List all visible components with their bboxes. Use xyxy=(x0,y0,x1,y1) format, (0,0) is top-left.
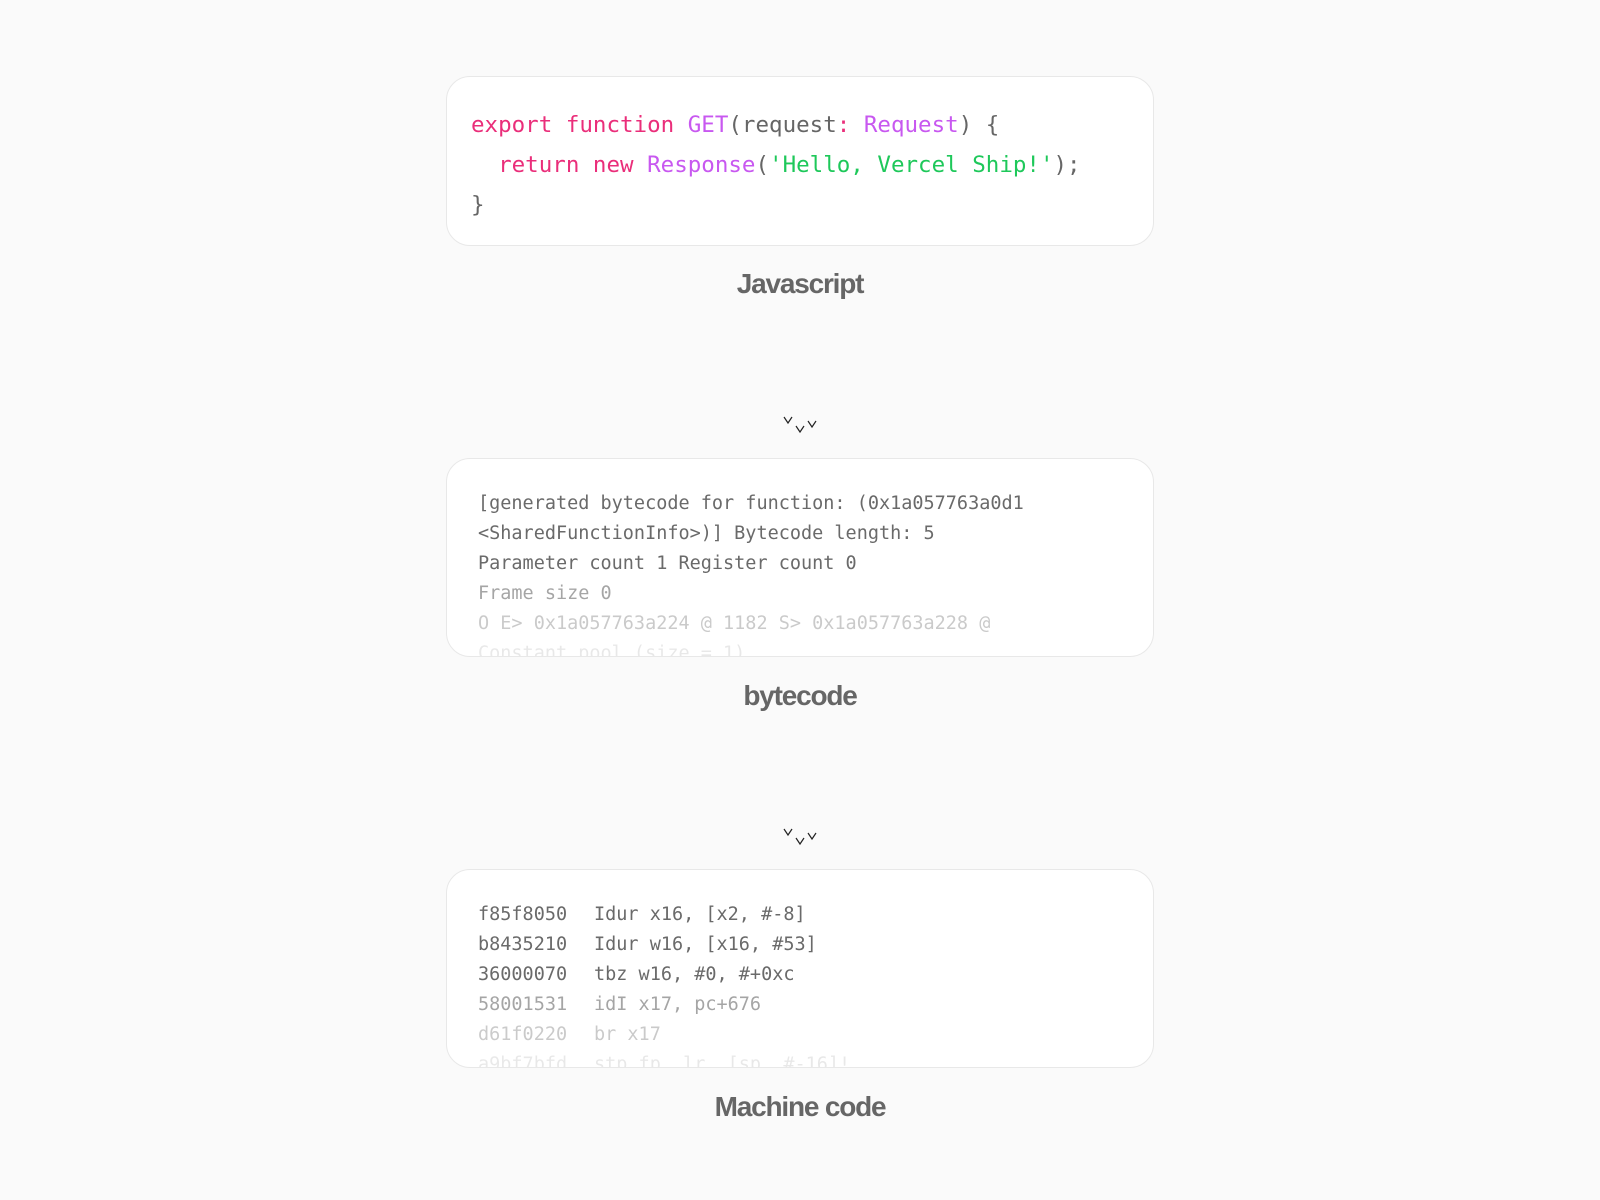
code-token: } xyxy=(471,192,485,218)
code-token: : xyxy=(836,112,864,138)
bytecode-line: <SharedFunctionInfo>)] Bytecode length: … xyxy=(478,523,935,544)
machine-code-row: b8435210 Idur w16, [x16, #53] xyxy=(478,930,1153,960)
code-token: ); xyxy=(1053,152,1081,178)
bytecode-line: Constant pool (size = 1) xyxy=(478,643,746,657)
bytecode-card: [generated bytecode for function: (0x1a0… xyxy=(446,458,1154,657)
bytecode-line: Parameter count 1 Register count 0 xyxy=(478,553,857,574)
machine-code-instruction: Idur x16, [x2, #-8] xyxy=(594,904,806,925)
code-token: (request xyxy=(728,112,837,138)
machine-code-row: 58001531 idI x17, pc+676 xyxy=(478,990,1153,1020)
machine-code-instruction: idI x17, pc+676 xyxy=(594,994,762,1015)
code-token xyxy=(471,152,498,178)
machine-code-row: f85f8050 Idur x16, [x2, #-8] xyxy=(478,900,1153,930)
machine-code-address: f85f8050 xyxy=(478,904,568,925)
arrows-down-icon xyxy=(783,330,817,434)
code-token: Response xyxy=(647,152,756,178)
bytecode-label: bytecode xyxy=(743,680,858,711)
code-token: ( xyxy=(755,152,770,178)
bytecode-line: [generated bytecode for function: (0x1a0… xyxy=(478,493,1024,514)
machine-code-instruction: Idur w16, [x16, #53] xyxy=(594,934,817,955)
bytecode-line: O E> 0x1a057763a224 @ 1182 S> 0x1a057763… xyxy=(478,613,991,634)
machine-code-card: f85f8050 Idur x16, [x2, #-8] b8435210 Idur … xyxy=(446,869,1154,1068)
machine-code-instruction: stp fp, lr, [sp, #-16]! xyxy=(594,1054,851,1068)
code-token: new xyxy=(592,152,648,178)
code-token: function xyxy=(565,112,688,138)
arrows-down-icon xyxy=(783,742,817,846)
machine-code-row: d61f0220 br x17 xyxy=(478,1020,1153,1050)
machine-code-row: 36000070 tbz w16, #0, #+0xc xyxy=(478,960,1153,990)
javascript-label: Javascript xyxy=(736,268,865,299)
code-line: } xyxy=(471,185,1153,225)
code-line: return new Response('Hello, Vercel Ship!… xyxy=(471,145,1153,185)
code-token: ) { xyxy=(958,112,1000,138)
code-line: export function GET(request: Request) { xyxy=(471,105,1153,145)
javascript-code-card: export function GET(request: Request) { … xyxy=(446,76,1154,246)
machine-code-address: d61f0220 xyxy=(478,1024,568,1045)
machine-code-label: Machine code xyxy=(714,1091,887,1122)
code-token: export xyxy=(471,112,566,138)
code-token: 'Hello, Vercel Ship!' xyxy=(769,152,1054,178)
bytecode-line: Frame size 0 xyxy=(478,583,612,604)
machine-code-instruction: br x17 xyxy=(594,1024,661,1045)
code-token: Request xyxy=(863,112,959,138)
machine-code-address: 58001531 xyxy=(478,994,568,1015)
code-token: GET xyxy=(687,112,729,138)
machine-code-address: b8435210 xyxy=(478,934,568,955)
code-token: return xyxy=(498,152,593,178)
machine-code-address: a9bf7bfd xyxy=(478,1054,568,1068)
machine-code-address: 36000070 xyxy=(478,964,568,985)
machine-code-instruction: tbz w16, #0, #+0xc xyxy=(594,964,795,985)
machine-code-row: a9bf7bfd stp fp, lr, [sp, #-16]! xyxy=(478,1050,1153,1068)
